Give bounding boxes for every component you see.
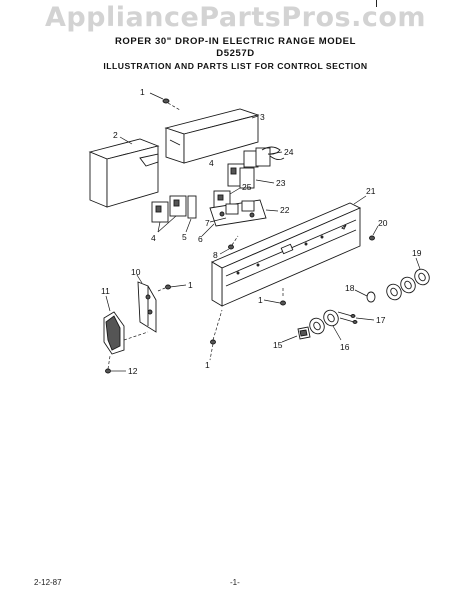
callout-17: 17 (376, 315, 386, 325)
part-10-end-bracket[interactable] (136, 274, 157, 333)
callout-5: 5 (182, 232, 187, 242)
part-20-screw[interactable] (369, 225, 379, 241)
part-16-knobs[interactable] (307, 308, 342, 341)
callout-1-left: 1 (188, 280, 193, 290)
part-18-knob[interactable] (354, 289, 376, 303)
callout-20: 20 (378, 218, 388, 228)
part-2-lower-bracket[interactable] (88, 136, 160, 208)
part-21-control-panel[interactable] (211, 195, 367, 307)
part-5-bracket[interactable] (185, 195, 197, 233)
part-3-upper-bracket[interactable] (164, 108, 260, 164)
callout-1-bottom: 1 (205, 360, 210, 370)
callout-1-mid: 1 (258, 295, 263, 305)
part-7-leader (209, 217, 227, 223)
footer-page-number: -1- (230, 578, 240, 587)
header-model-title: ROPER 30" DROP-IN ELECTRIC RANGE MODEL (114, 36, 357, 47)
part-1-screw-mid[interactable] (263, 286, 286, 306)
header-model-number: D5257D (216, 48, 255, 59)
callout-10: 10 (131, 267, 141, 277)
part-1-screw-bottom[interactable] (209, 309, 223, 361)
header-section-title: ILLUSTRATION AND PARTS LIST FOR CONTROL … (103, 61, 368, 71)
callout-22: 22 (280, 205, 290, 215)
callout-12: 12 (128, 366, 138, 376)
part-12-screw[interactable] (105, 355, 127, 374)
callout-2: 2 (113, 130, 118, 140)
part-11-end-cap[interactable] (103, 295, 149, 355)
part-8-screw[interactable] (219, 235, 239, 255)
callout-16: 16 (340, 342, 350, 352)
callout-19: 19 (412, 248, 422, 258)
callout-3: 3 (260, 112, 265, 122)
callout-21: 21 (366, 186, 376, 196)
part-17-shafts[interactable] (337, 311, 375, 324)
footer-date: 2-12-87 (34, 578, 62, 587)
callout-7: 7 (205, 218, 210, 228)
part-6-leader (201, 223, 215, 237)
callout-8: 8 (213, 250, 218, 260)
part-1-screw-left[interactable] (157, 284, 187, 292)
callout-4-lower: 4 (151, 233, 156, 243)
callout-23: 23 (276, 178, 286, 188)
callout-15: 15 (273, 340, 283, 350)
part-19-knobs[interactable] (384, 257, 432, 302)
callout-25: 25 (242, 182, 252, 192)
callout-1-top: 1 (140, 87, 145, 97)
callout-24: 24 (284, 147, 294, 157)
part-1-screw-top[interactable] (149, 92, 181, 111)
part-24-switch-harness[interactable] (243, 146, 285, 168)
callout-18: 18 (345, 283, 355, 293)
scan-edge-mark (376, 0, 377, 7)
part-15-knob[interactable] (281, 326, 311, 343)
part-4-switch-pair[interactable] (151, 195, 187, 233)
callout-4-upper: 4 (209, 158, 214, 168)
watermark: AppliancePartsPros.com (44, 2, 427, 33)
callout-11: 11 (101, 286, 110, 296)
part-23-switch[interactable] (227, 163, 275, 189)
callout-6: 6 (198, 234, 203, 244)
part-22-switch-block[interactable] (209, 199, 279, 227)
